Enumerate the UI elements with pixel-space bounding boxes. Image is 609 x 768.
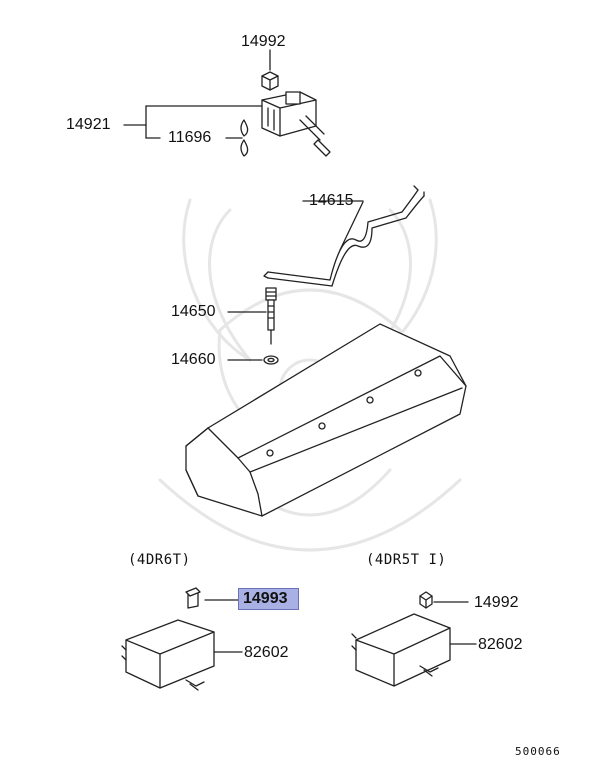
injector-assembly bbox=[240, 71, 331, 157]
variant-label-left: (4DR6T) bbox=[128, 552, 191, 568]
leader-lines-upper bbox=[123, 49, 271, 139]
figure-number: 500066 bbox=[515, 745, 561, 758]
glow-plug bbox=[227, 287, 277, 345]
cylinder-head-cover bbox=[185, 323, 467, 517]
variant-label-right: (4DR5T I) bbox=[366, 552, 447, 568]
callout-14650[interactable]: 14650 bbox=[171, 303, 216, 320]
right-control-unit bbox=[351, 591, 477, 687]
left-control-unit bbox=[121, 587, 243, 691]
callout-14660[interactable]: 14660 bbox=[171, 351, 216, 368]
callout-14615[interactable]: 14615 bbox=[309, 192, 354, 209]
harness-bracket bbox=[263, 185, 425, 287]
callout-14993-highlighted[interactable]: 14993 bbox=[238, 588, 299, 610]
callout-82602-left[interactable]: 82602 bbox=[244, 644, 289, 661]
callout-14992-top[interactable]: 14992 bbox=[241, 33, 286, 50]
washer bbox=[227, 355, 279, 365]
callout-11696[interactable]: 11696 bbox=[168, 129, 212, 146]
callout-82602-right[interactable]: 82602 bbox=[478, 636, 523, 653]
callout-14921[interactable]: 14921 bbox=[66, 116, 111, 133]
callout-14992-right[interactable]: 14992 bbox=[474, 594, 519, 611]
